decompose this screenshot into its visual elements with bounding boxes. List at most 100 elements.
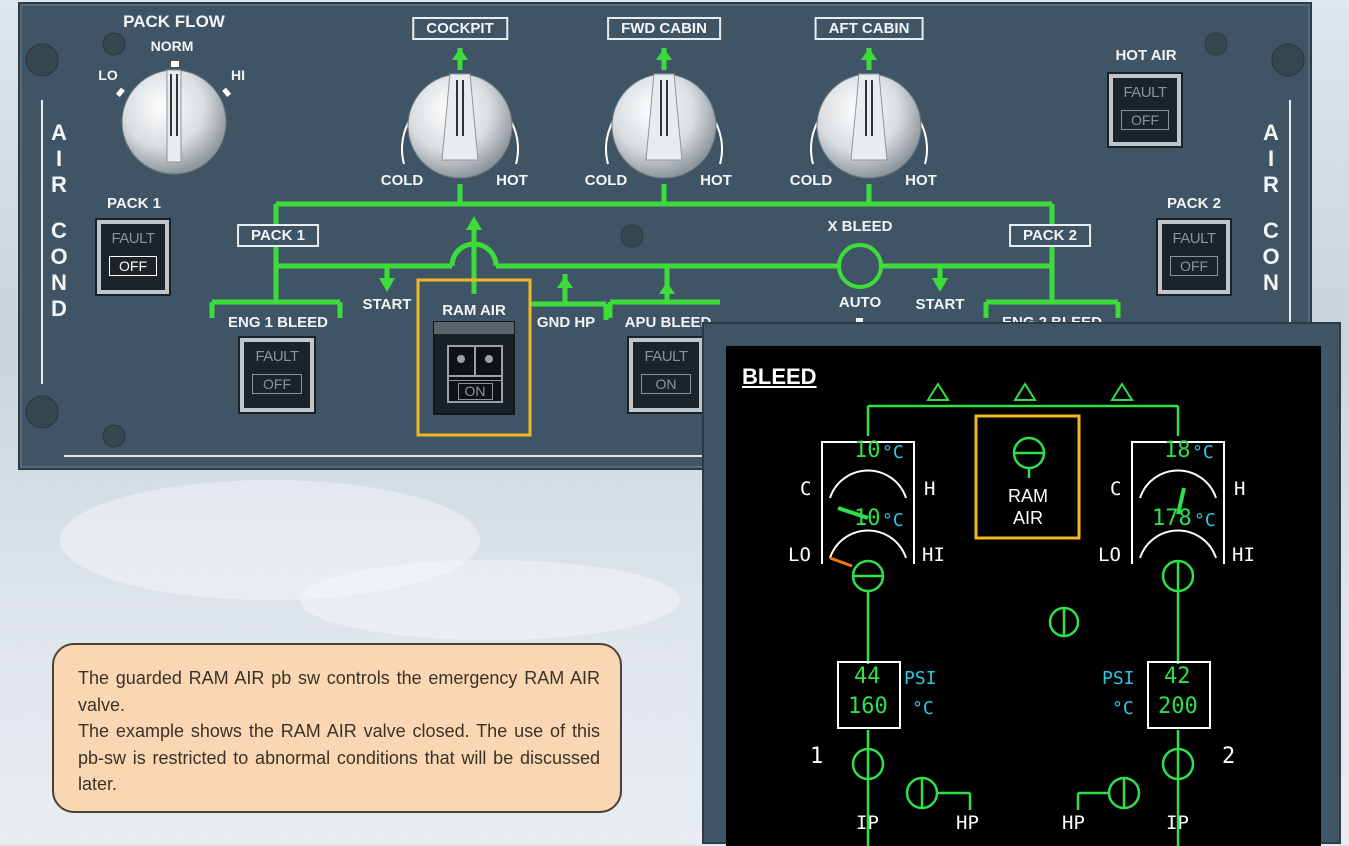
cockpit-label: COCKPIT [412, 17, 508, 40]
side-letter: I [1267, 146, 1275, 171]
right-comp-out-temp: 178 [1152, 506, 1192, 531]
left-c-label: C [800, 478, 812, 500]
right-pressure: 42 [1164, 664, 1191, 689]
apu-bleed-pushbutton[interactable]: FAULT ON [629, 338, 703, 412]
aft-cabin-hot: HOT [905, 172, 937, 189]
cockpit-hot: HOT [496, 172, 528, 189]
start-right-label: START [915, 296, 965, 313]
side-letter: D [51, 296, 67, 321]
right-hp-label: HP [1062, 812, 1085, 834]
left-h-label: H [924, 478, 936, 500]
fwd-cabin-cold: COLD [584, 172, 628, 189]
apu-bleed-label: APU BLEED [624, 314, 712, 331]
hot-air-label: HOT AIR [1115, 47, 1177, 64]
right-pack-out-unit: °C [1192, 442, 1214, 463]
ram-air-highlight [416, 278, 532, 437]
gnd-hp-label: GND HP [536, 314, 596, 331]
panel-screw [1204, 32, 1228, 56]
air-cond-vertical-left: A I R C O N D [48, 120, 70, 322]
left-comp-out-temp: 10 [854, 506, 881, 531]
left-hp-label: HP [956, 812, 979, 834]
left-pack-out-unit: °C [882, 442, 904, 463]
right-h-label: H [1234, 478, 1246, 500]
engine-1-label: 1 [810, 744, 824, 769]
panel-screw [25, 43, 59, 77]
left-comp-out-unit: °C [882, 510, 904, 531]
bleed-page-title: BLEED [742, 364, 817, 389]
ecam-bleed-display: BLEED RAM AIR 10 °C 10 °C C H LO HI 44 1… [702, 322, 1341, 846]
pack2-pb-label: PACK 2 [1167, 195, 1221, 212]
duct-arrows [379, 48, 948, 294]
note-line-1: The guarded RAM AIR pb sw controls the e… [78, 668, 600, 715]
panel-screw [620, 224, 644, 248]
air-cond-overhead-panel: PACK FLOW NORM LO HI COCKPIT FWD CABIN A… [18, 2, 1312, 470]
ecam-ram-air-highlight [974, 414, 1081, 540]
apu-bleed-fault: FAULT [644, 348, 688, 365]
left-temp-unit: °C [912, 698, 934, 719]
fwd-cabin-temp-knob[interactable] [605, 73, 723, 179]
background-cloud [300, 560, 680, 640]
left-psi-unit: PSI [904, 668, 937, 689]
panel-screw [102, 424, 126, 448]
pack2-pushbutton[interactable]: FAULT OFF [1158, 220, 1230, 294]
side-letter: R [1263, 172, 1279, 197]
air-cond-vertical-right: A I R C O N [1260, 120, 1282, 296]
ram-air-state: ON [448, 380, 502, 403]
left-pack-out-temp: 10 [854, 438, 881, 463]
panel-screw [1271, 43, 1305, 77]
side-letter: O [1262, 244, 1280, 269]
side-letter: I [55, 146, 63, 171]
ecam-bleed-graphics [821, 382, 1225, 846]
pack2-state: OFF [1170, 256, 1218, 276]
right-pack-out-temp: 18 [1164, 438, 1191, 463]
pack1-state: OFF [109, 256, 157, 276]
pack-flow-knob[interactable] [115, 61, 232, 175]
right-psi-unit: PSI [1102, 668, 1135, 689]
pack-flow-title: PACK FLOW [123, 12, 225, 31]
eng1-bleed-label: ENG 1 BLEED [227, 314, 329, 331]
side-letter: C [51, 218, 67, 243]
fwd-cabin-label: FWD CABIN [607, 17, 721, 40]
eng1-bleed-state: OFF [252, 374, 302, 394]
pack-flow-norm: NORM [150, 38, 194, 54]
hot-air-pushbutton[interactable]: FAULT OFF [1109, 74, 1181, 146]
right-hi-label: HI [1232, 544, 1255, 566]
side-letter: N [1263, 270, 1279, 295]
right-temp-unit: °C [1112, 698, 1134, 719]
ecam-screen: BLEED RAM AIR 10 °C 10 °C C H LO HI 44 1… [726, 346, 1321, 846]
pack-flow-lo: LO [98, 67, 118, 83]
left-bleed-temp: 160 [848, 694, 888, 719]
side-letter: O [50, 244, 68, 269]
panel-graphics [25, 32, 1305, 457]
pack-flow-hi: HI [231, 67, 245, 83]
panel-screw [102, 32, 126, 56]
left-pressure: 44 [854, 664, 881, 689]
cockpit-cold: COLD [380, 172, 424, 189]
side-letter: N [51, 270, 67, 295]
left-ip-label: IP [856, 812, 879, 834]
ram-air-text-1: RAM [1008, 486, 1048, 506]
eng1-bleed-pushbutton[interactable]: FAULT OFF [240, 338, 314, 412]
pack2-fault: FAULT [1172, 230, 1216, 247]
right-c-label: C [1110, 478, 1122, 500]
hot-air-state: OFF [1121, 110, 1169, 130]
aft-cabin-label: AFT CABIN [814, 17, 924, 40]
aft-cabin-cold: COLD [789, 172, 833, 189]
cockpit-temp-knob[interactable] [401, 73, 519, 179]
start-left-label: START [362, 296, 412, 313]
right-lo-label: LO [1098, 544, 1121, 566]
apu-bleed-state: ON [641, 374, 691, 394]
panel-screw [25, 395, 59, 429]
x-bleed-auto: AUTO [838, 294, 882, 311]
eng1-bleed-fault: FAULT [255, 348, 299, 365]
ram-air-label: RAM AIR [442, 302, 506, 319]
right-ip-label: IP [1166, 812, 1189, 834]
x-bleed-valve [837, 243, 883, 289]
right-comp-out-unit: °C [1194, 510, 1216, 531]
aft-cabin-temp-knob[interactable] [810, 73, 928, 179]
side-letter: A [1263, 120, 1279, 145]
background-cloud [60, 480, 480, 600]
hot-air-fault: FAULT [1123, 84, 1167, 101]
ram-air-on-text: ON [457, 383, 493, 400]
pack1-pushbutton[interactable]: FAULT OFF [97, 220, 169, 294]
